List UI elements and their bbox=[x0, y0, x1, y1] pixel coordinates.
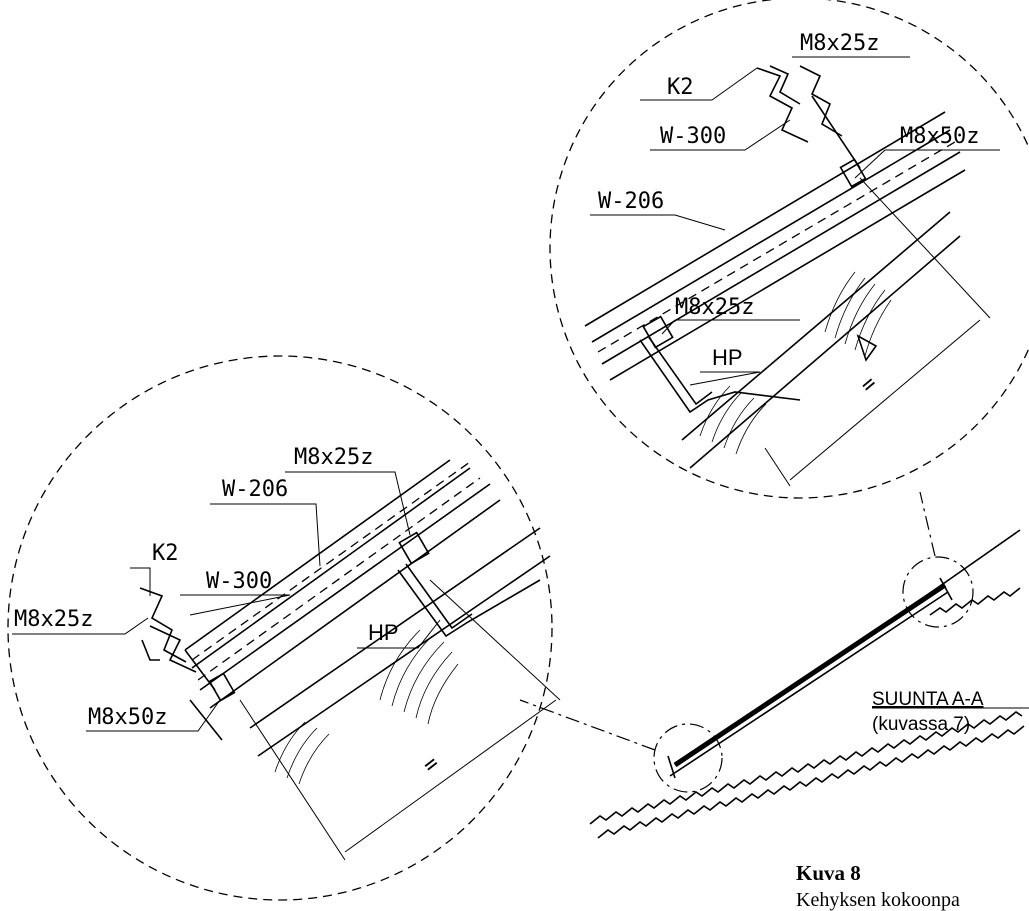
detail-top-label-bolt-mid: M8x25z bbox=[675, 295, 754, 320]
detail-bottom-geometry: = bbox=[139, 459, 561, 861]
detail-top-label-bolt-right: M8x50z bbox=[900, 124, 979, 149]
detail-top-label-hp: HP bbox=[712, 345, 743, 370]
detail-top-label-w300: W-300 bbox=[660, 124, 726, 149]
section-view-drawing bbox=[519, 491, 1025, 839]
detail-bottom-equal: = bbox=[418, 751, 444, 779]
detail-top-label-w206: W-206 bbox=[598, 189, 664, 214]
figure-caption-text: Kehyksen kokoonpa bbox=[796, 889, 960, 911]
section-view-subtitle: (kuvassa 7) bbox=[872, 714, 970, 735]
section-view-title: SUUNTA A-A bbox=[872, 689, 984, 710]
detail-top-equal: = bbox=[856, 371, 882, 399]
detail-top-label-k2: K2 bbox=[667, 75, 694, 100]
detail-bottom-label-bolt-top: M8x25z bbox=[294, 445, 373, 470]
detail-bottom-label-w300: W-300 bbox=[206, 569, 272, 594]
detail-top: = M8x25z K2 W-300 M8x50z W-206 M8x25z HP bbox=[549, 0, 1029, 499]
detail-bottom-label-hp: HP bbox=[368, 620, 399, 645]
detail-bottom-boundary bbox=[7, 355, 553, 901]
detail-top-label-bolt-top: M8x25z bbox=[800, 31, 879, 56]
figure-caption-title: Kuva 8 bbox=[796, 861, 861, 885]
detail-bottom: = M8x25z W-206 K2 W-300 M8x25z HP M8x50z bbox=[7, 355, 561, 901]
detail-bottom-label-k2: K2 bbox=[152, 541, 179, 566]
detail-bottom-label-bolt-bottom: M8x50z bbox=[88, 705, 167, 730]
detail-bottom-label-bolt-left: M8x25z bbox=[14, 607, 93, 632]
detail-bottom-label-w206: W-206 bbox=[222, 477, 288, 502]
detail-top-boundary bbox=[549, 0, 1029, 499]
